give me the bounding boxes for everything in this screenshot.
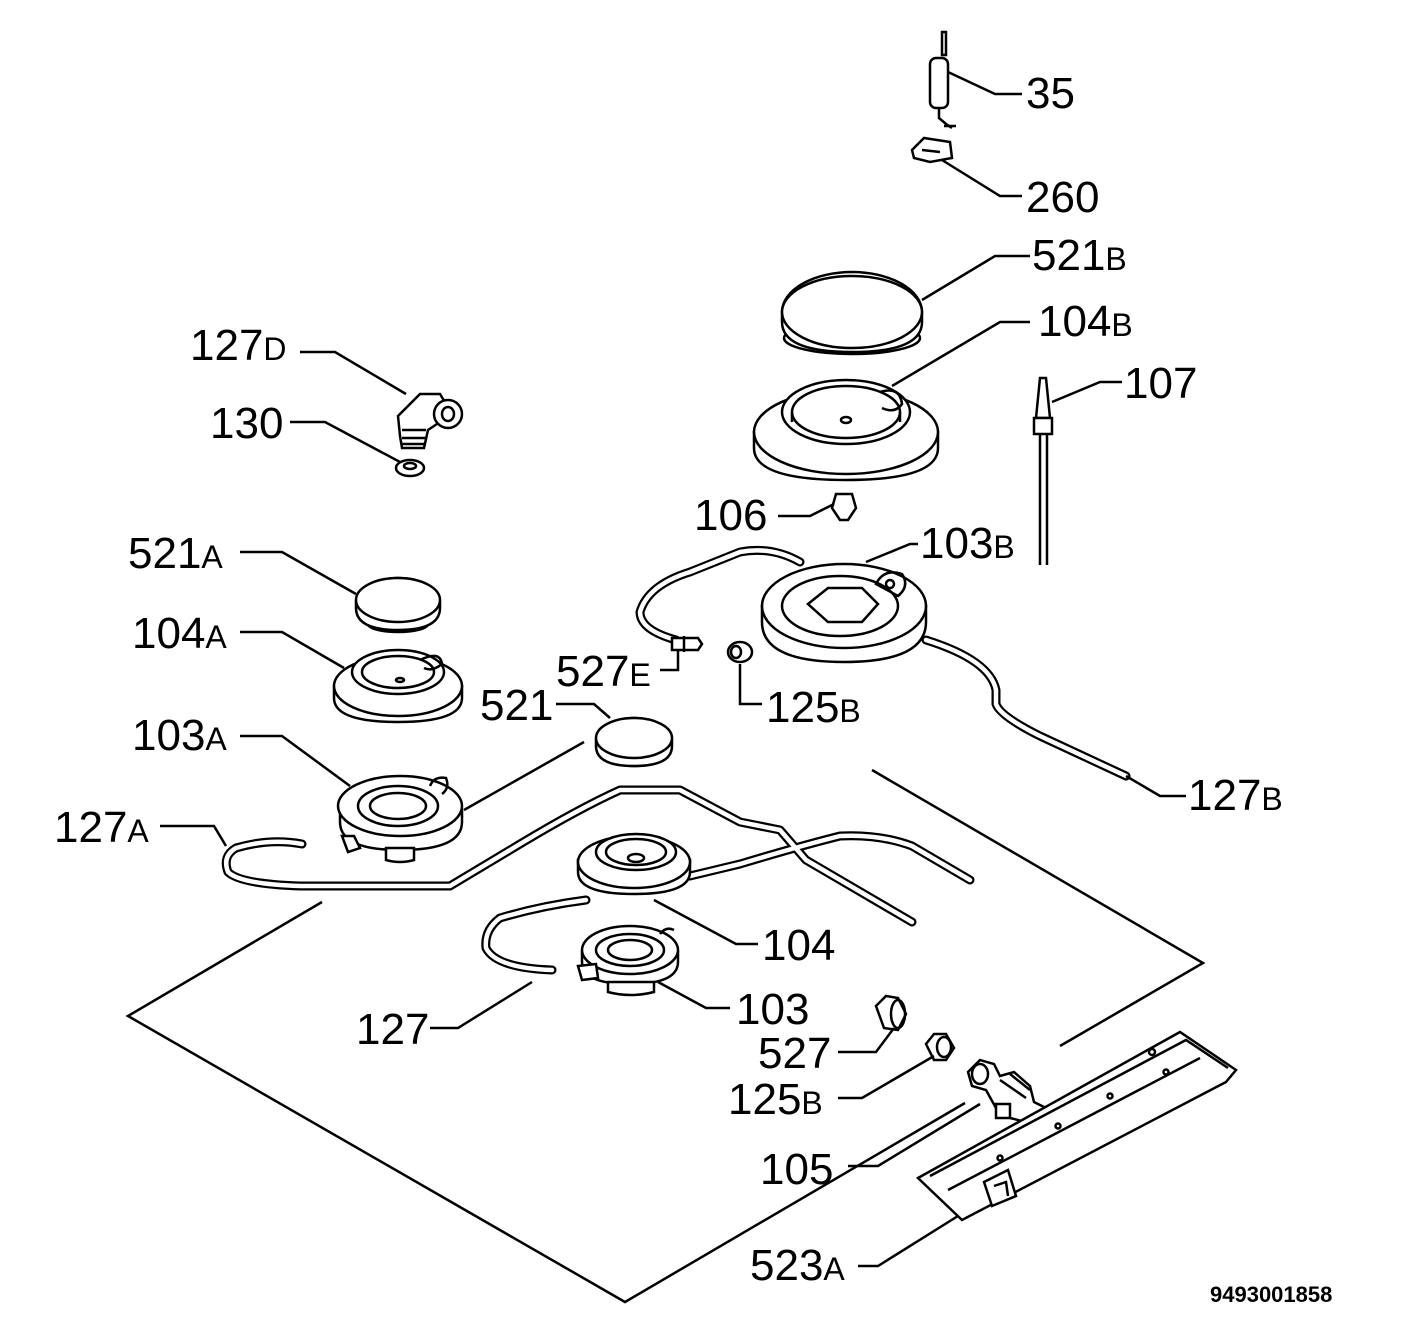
burner-cap-521b <box>780 270 924 356</box>
part-labels: 35 260 521B 104B 107 127D 130 106 103B 5… <box>54 69 1283 1290</box>
gas-tube-127b <box>635 545 1131 781</box>
burner-cap-521 <box>594 716 674 768</box>
label-35: 35 <box>1026 69 1075 118</box>
olive-125b-bottom <box>924 1032 956 1062</box>
label-127b: 127B <box>1188 771 1283 820</box>
injector-106 <box>830 492 858 522</box>
thermocouple-35 <box>928 30 956 130</box>
flame-spreader-104b <box>752 378 940 482</box>
olive-125b-top <box>726 640 754 664</box>
nut-527e <box>670 636 704 652</box>
label-103b: 103B <box>920 519 1015 568</box>
flame-spreader-104 <box>576 832 692 896</box>
label-523a: 523A <box>750 1241 845 1290</box>
washer-130 <box>394 458 426 478</box>
label-106: 106 <box>694 491 767 540</box>
burner-cup-103a <box>336 774 464 864</box>
label-521: 521 <box>480 681 553 730</box>
label-107: 107 <box>1124 359 1197 408</box>
label-125b-top: 125B <box>766 683 861 732</box>
label-527: 527 <box>758 1029 831 1078</box>
gas-tube-127a <box>221 785 975 927</box>
label-127a: 127A <box>54 803 149 852</box>
hob-plate-outline <box>125 768 1206 1304</box>
label-103a: 103A <box>132 711 227 760</box>
elbow-127d <box>396 392 464 450</box>
valve-rail-523a <box>915 1030 1238 1222</box>
clip-260 <box>910 136 954 164</box>
label-127: 127 <box>356 1005 429 1054</box>
label-104: 104 <box>762 921 835 970</box>
drawing-code: 9493001858 <box>1210 1282 1332 1307</box>
leader-lines <box>160 70 1186 1268</box>
label-130: 130 <box>210 399 283 448</box>
flame-spreader-104a <box>332 648 464 724</box>
gas-tube-127 <box>481 895 591 975</box>
label-125b-bottom: 125B <box>728 1075 823 1124</box>
burner-cup-103 <box>576 924 680 997</box>
label-104a: 104A <box>132 609 227 658</box>
label-521a: 521A <box>128 529 223 578</box>
label-105: 105 <box>760 1145 833 1194</box>
label-104b: 104B <box>1038 297 1133 346</box>
nut-527 <box>874 994 908 1032</box>
label-260: 260 <box>1026 173 1099 222</box>
label-521b: 521B <box>1032 231 1127 280</box>
label-103: 103 <box>736 985 809 1034</box>
label-527e: 527E <box>556 647 651 696</box>
burner-cup-103b <box>760 562 928 664</box>
burner-cap-521a <box>354 576 442 634</box>
label-127d: 127D <box>190 321 287 370</box>
electrode-107 <box>1032 376 1054 565</box>
